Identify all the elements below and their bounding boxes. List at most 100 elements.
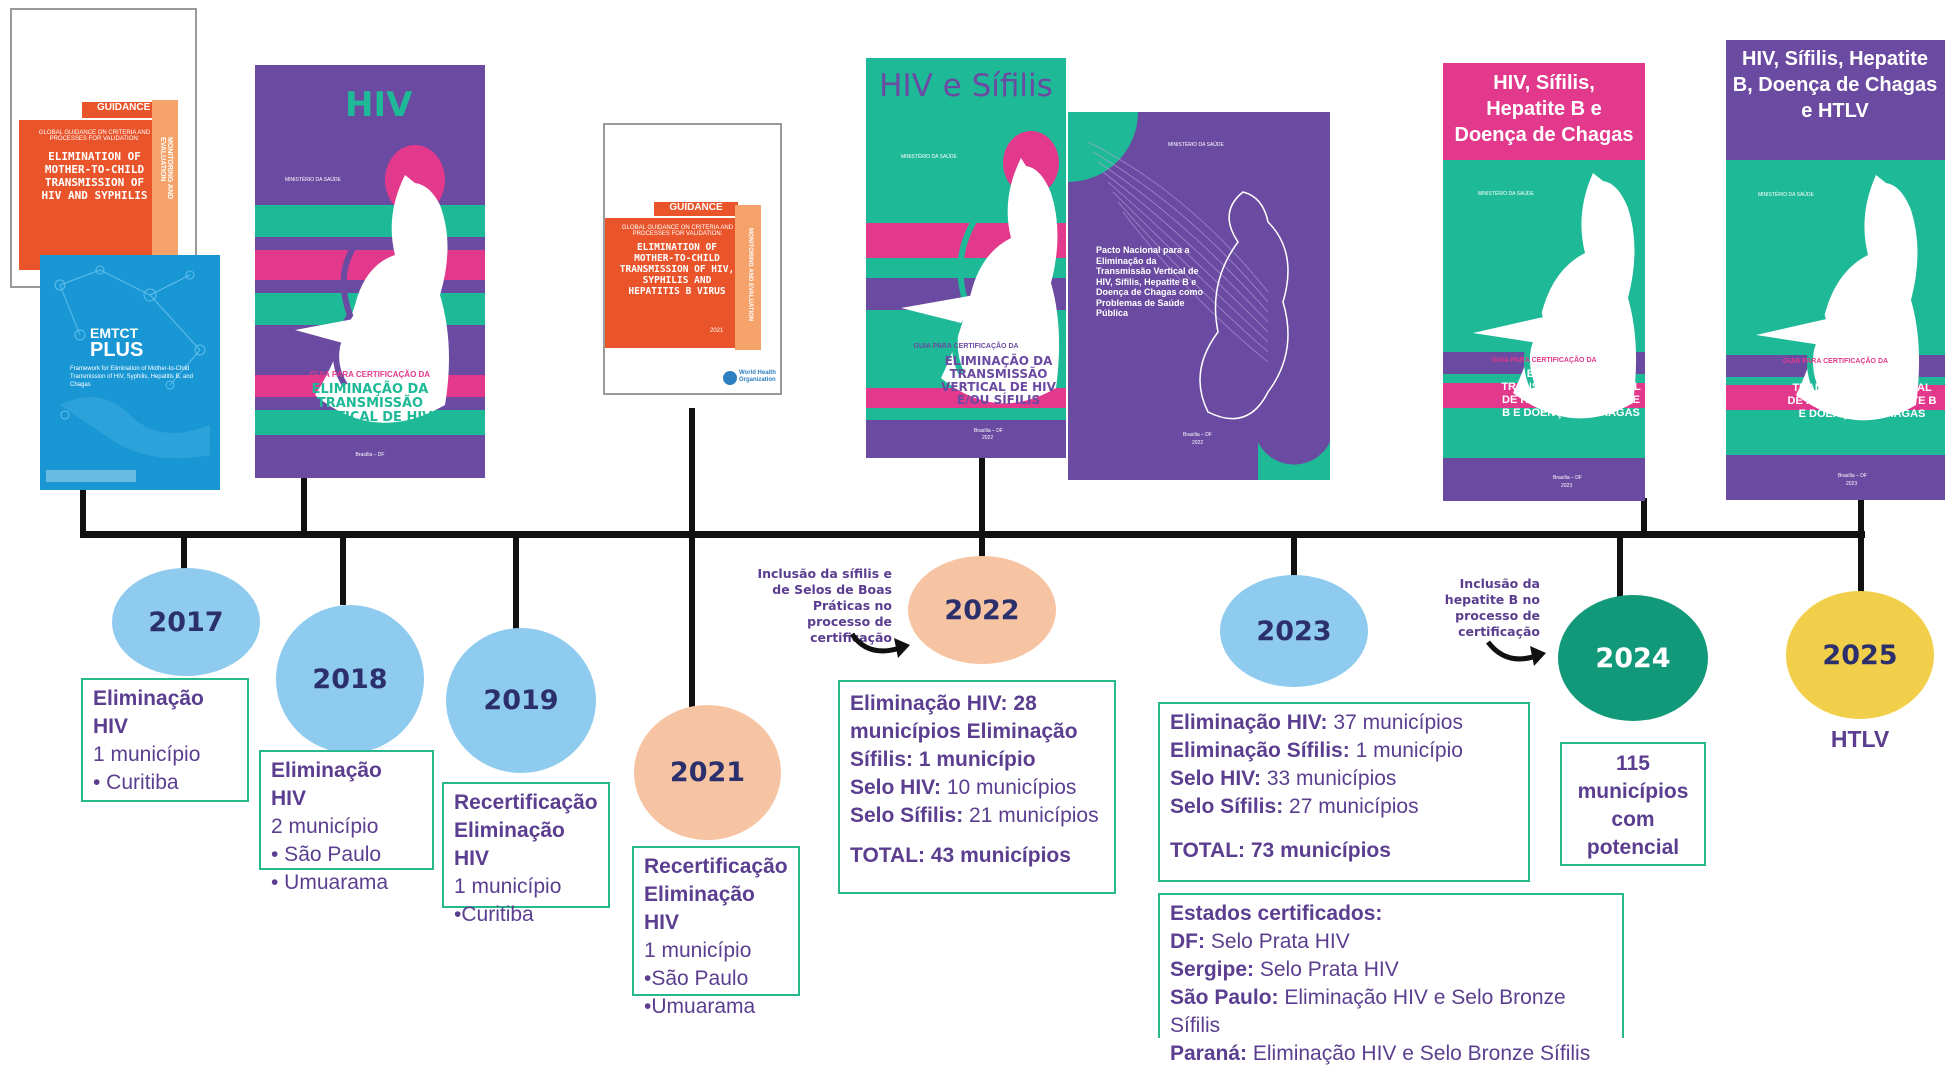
mother-silhouette-icon (295, 145, 449, 423)
box-count: 2 município (271, 815, 379, 838)
box-city: • Curitiba (93, 771, 179, 794)
cover-place: Brasília – DF (1553, 475, 1582, 481)
year-circle-2025: 2025 (1786, 591, 1934, 719)
cover-who-side-text: MONITORING AND EVALUATION (159, 137, 173, 200)
box-title: Eliminação HIV (93, 687, 204, 738)
cover-place: Brasília – DF (1838, 473, 1867, 479)
cover-edition: 2ª edição (1031, 333, 1052, 339)
emtct-title-bottom: PLUS (90, 339, 144, 361)
box-city: •São Paulo (644, 967, 749, 990)
cover-heading-band (1726, 40, 1945, 160)
year-circle-2021: 2021 (634, 705, 781, 840)
cover-place: Brasília – DF (1183, 432, 1212, 438)
box-potential-text: 115 municípios com potencial (1577, 752, 1689, 859)
stripe-teal-1 (255, 205, 485, 237)
box-city: • São Paulo (271, 843, 382, 866)
box-row: Sergipe: Selo Prata HIV (1170, 958, 1399, 981)
box-count: 1 município (93, 743, 201, 766)
cover-ministry: MINISTÉRIO DA SAÚDE (901, 154, 957, 160)
stem-2021-cover (689, 408, 695, 708)
year-circle-2018: 2018 (276, 605, 424, 753)
timeline-main-line (80, 531, 1865, 538)
cover-title: Pacto Nacional para a Eliminação da Tran… (1096, 245, 1204, 318)
cover-guidance-label: GUIDANCE (81, 102, 166, 118)
emtct-logos (46, 470, 136, 482)
cover-side-band (735, 205, 761, 350)
stem-2018-cover (301, 478, 307, 535)
box-total: TOTAL: 73 municípios (1170, 839, 1391, 862)
cover-place: Brasília – DF (974, 428, 1003, 434)
info-box-2021: Recertificação Eliminação HIV 1 municípi… (632, 846, 800, 1018)
stem-2017-circle (181, 535, 187, 575)
year-circle-2024: 2024 (1558, 595, 1708, 721)
stem-2024-circle (1617, 535, 1623, 597)
cover-year: 2023 (1846, 481, 1858, 487)
cover-ministry: MINISTÉRIO DA SAÚDE (285, 177, 341, 183)
box-city: •Curitiba (454, 903, 534, 926)
stripe-purple-2 (866, 420, 1066, 458)
cover-ministry: MINISTÉRIO DA SAÚDE (1168, 142, 1224, 148)
stem-2019-circle (513, 535, 519, 630)
who-logo-icon (723, 371, 737, 385)
cover-who-orange-panel (605, 218, 750, 348)
box-row: São Paulo: Eliminação HIV e Selo Bronze … (1170, 986, 1566, 1037)
year-circle-2022: 2022 (908, 556, 1056, 664)
cover-guide-label: GUIA PARA CERTIFICAÇÃO DA (309, 370, 431, 379)
cover-side-band (152, 100, 178, 270)
info-box-2019: Recertificação Eliminação HIV 1 municípi… (442, 782, 610, 926)
box-title: Eliminação HIV (271, 759, 382, 810)
cover-who-subtitle: GLOBAL GUIDANCE ON CRITERIA AND PROCESSE… (38, 130, 151, 142)
box-total: TOTAL: 43 municípios (850, 844, 1071, 867)
box-row: Eliminação HIV: 37 municípios (1170, 711, 1463, 734)
box-title: Recertificação Eliminação HIV (454, 791, 598, 870)
box-row: Selo Sífilis: 27 municípios (1170, 795, 1419, 818)
stem-2023-circle (1291, 535, 1297, 577)
cover-year: 2022 (1192, 440, 1204, 446)
cover-title: ELIMINAÇÃO DA TRANSMISSÃO VERTICAL DE HI… (307, 382, 433, 425)
label-htlv-2025: HTLV (1830, 726, 1890, 752)
box-selo-hiv: Selo HIV: 10 municípios (850, 776, 1077, 799)
cover-place: Brasília – DF (355, 452, 385, 458)
cover-who-org: World Health Organization (739, 370, 776, 383)
stem-2025-cover (1858, 498, 1864, 598)
note-inclusao-hepatite: Inclusão da hepatite B no processo de ce… (1444, 576, 1540, 639)
cover-guide-label: GUIA PARA CERTIFICAÇÃO DA (1782, 358, 1889, 365)
mother-silhouette-icon (901, 131, 1060, 404)
cover-pacto-nacional-2022: MINISTÉRIO DA SAÚDE Pacto Nacional para … (1068, 112, 1330, 480)
year-circle-2017: 2017 (112, 568, 260, 676)
cover-guidance-label: GUIDANCE (654, 202, 738, 216)
box-selo-sifilis: Selo Sífilis: 21 municípios (850, 804, 1099, 827)
cover-heading-band (1443, 63, 1645, 160)
curved-arrow-icon (1486, 640, 1546, 666)
cover-guia-chagas-2024: HIV, Sífilis, Hepatite B e Doença de Cha… (1443, 63, 1645, 501)
box-title: Estados certificados: (1170, 902, 1383, 925)
cover-title: ELIMINAÇÃO DA TRANSMISSÃO VERTICAL DE HI… (1787, 369, 1937, 420)
box-count: 1 município (644, 939, 752, 962)
box-count: 1 município (454, 875, 562, 898)
box-city: • Umuarama (271, 871, 389, 894)
stem-2018-circle (340, 535, 346, 605)
year-circle-2023: 2023 (1220, 575, 1368, 687)
cover-who-guidance-2017: GUIDANCE GLOBAL GUIDANCE ON CRITERIA AND… (10, 8, 197, 288)
cover-ministry: MINISTÉRIO DA SAÚDE (1758, 192, 1814, 198)
cover-title: ELIMINAÇÃO DA TRANSMISSÃO VERTICAL DE HI… (1501, 368, 1641, 419)
emtct-title-top: EMTCT (90, 325, 139, 341)
box-row: Selo HIV: 33 municípios (1170, 767, 1397, 790)
box-row: Eliminação Sífilis: 1 município (1170, 739, 1463, 762)
stem-2022-cover (979, 458, 985, 558)
box-city: •Umuarama (644, 995, 756, 1018)
cover-who-orange-panel (19, 120, 169, 270)
cover-guia-hiv-sifilis-2022: HIV e Sífilis MINISTÉRIO DA SAÚDE 2ª edi… (866, 58, 1066, 458)
curved-arrow-icon (849, 632, 910, 658)
cover-title: ELIMINAÇÃO DA TRANSMISSÃO VERTICAL DE HI… (941, 354, 1056, 407)
stripe-purple-2 (1443, 458, 1645, 501)
mother-silhouette-icon (1473, 173, 1637, 419)
year-circle-2019: 2019 (446, 628, 596, 773)
cover-emtct-plus: EMTCT PLUS Framework for Elimination of … (40, 255, 220, 490)
info-box-2023: Eliminação HIV: 37 municípios Eliminação… (1158, 702, 1530, 882)
cover-guide-label: GUIA PARA CERTIFICAÇÃO DA (1491, 357, 1597, 364)
cover-guia-hiv-2018: HIV MINISTÉRIO DA SAÚDE GUIA PARA CERTIF… (255, 65, 485, 478)
info-box-2022: Eliminação HIV: 28 municípios Eliminação… (838, 680, 1116, 894)
note-inclusao-sifilis: Inclusão da sífilis e de Selos de Boas P… (757, 566, 892, 645)
cover-who-title: ELIMINATION OF MOTHER-TO-CHILD TRANSMISS… (41, 150, 148, 202)
